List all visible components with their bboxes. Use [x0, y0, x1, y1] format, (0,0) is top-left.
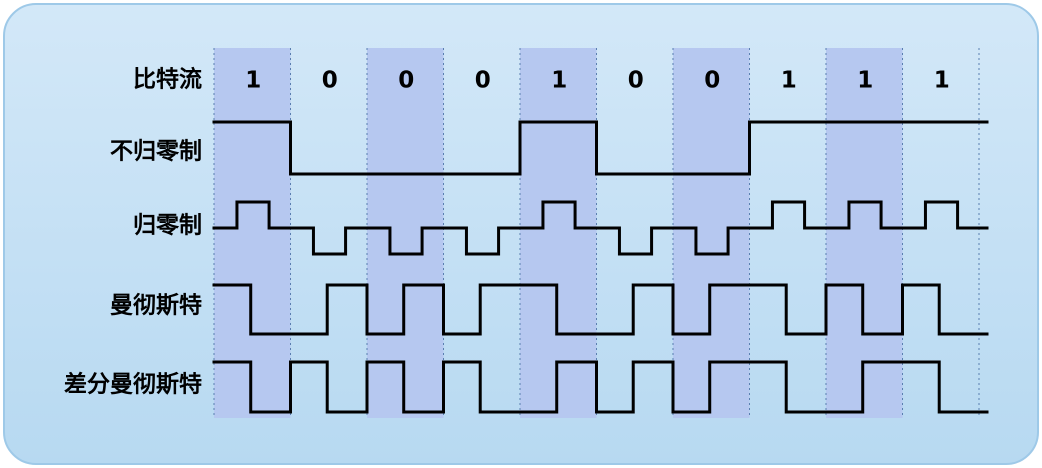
- bit-value: 1: [551, 68, 567, 94]
- row-label-rz: 归零制: [133, 212, 202, 239]
- bit-dividers: [213, 48, 980, 418]
- bit-value: 1: [857, 68, 873, 94]
- bit-band-4: [520, 48, 597, 418]
- bit-value: 1: [781, 68, 797, 94]
- bit-value: 0: [475, 68, 491, 94]
- rz-signal: [212, 200, 989, 256]
- bit-value: 1: [934, 68, 950, 94]
- bit-value: 0: [704, 68, 720, 94]
- row-label-nrz: 不归零制: [110, 138, 202, 165]
- row-label-manchester: 曼彻斯特: [110, 292, 202, 319]
- bit-values: 1 0 0 0 1 0 0 1 1 1: [245, 68, 950, 94]
- bit-value: 0: [628, 68, 644, 94]
- bit-value: 0: [322, 68, 338, 94]
- row-label-bits: 比特流: [133, 66, 202, 93]
- signal-waveforms: [212, 120, 989, 414]
- bit-band-8: [826, 48, 903, 418]
- nrz-signal: [212, 120, 989, 176]
- row-label-diff-manchester: 差分曼彻斯特: [64, 371, 202, 398]
- bit-value: 1: [245, 68, 261, 94]
- bit-band-2: [367, 48, 444, 418]
- bit-value: 0: [398, 68, 414, 94]
- diff-manchester-signal: [212, 360, 989, 414]
- bit-band-6: [673, 48, 750, 418]
- bit-band-0: [214, 48, 291, 418]
- bit-highlight-bands: [214, 48, 903, 418]
- manchester-signal: [212, 283, 989, 336]
